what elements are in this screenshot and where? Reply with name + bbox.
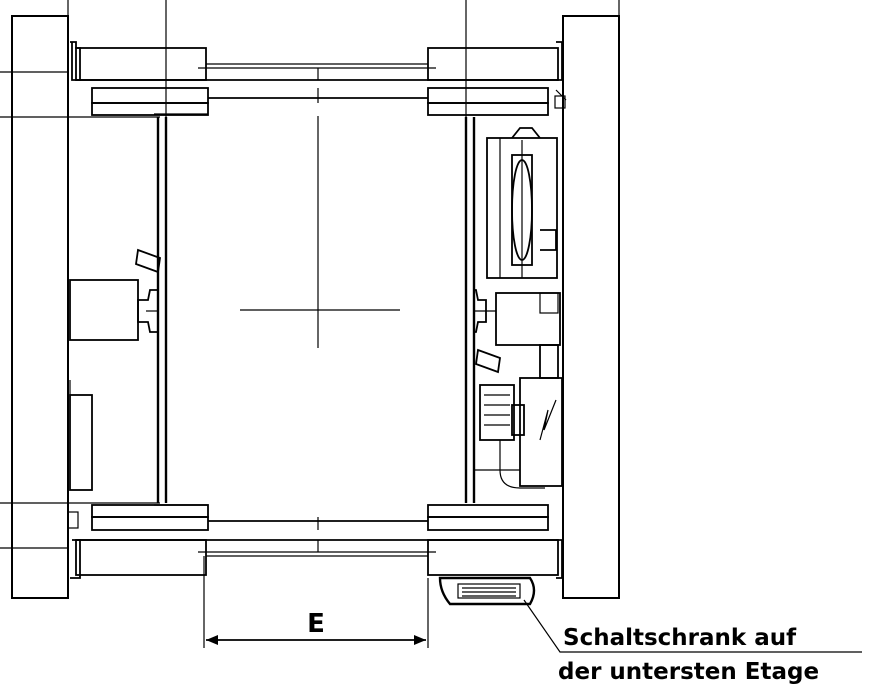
top-car-door xyxy=(91,87,549,116)
bottom-car-door xyxy=(91,504,549,531)
left-lower-bracket xyxy=(67,380,93,529)
left-shaft-wall xyxy=(0,0,160,599)
callout-line-1: Schaltschrank auf xyxy=(563,625,797,651)
callout-line-2: der untersten Etage xyxy=(558,659,819,685)
top-landing-door xyxy=(70,41,563,81)
dimension-e xyxy=(203,556,429,648)
right-guide-rail xyxy=(473,289,561,374)
counterweight-assembly xyxy=(486,89,567,279)
control-cabinet xyxy=(438,576,536,606)
left-guide-rail xyxy=(69,248,161,341)
dimension-label: E xyxy=(307,609,325,639)
cabin-centerline xyxy=(240,116,400,348)
bottom-landing-door xyxy=(70,539,563,579)
right-shaft-wall xyxy=(562,0,620,599)
drive-machine xyxy=(474,344,563,489)
callout-leader xyxy=(523,599,862,653)
